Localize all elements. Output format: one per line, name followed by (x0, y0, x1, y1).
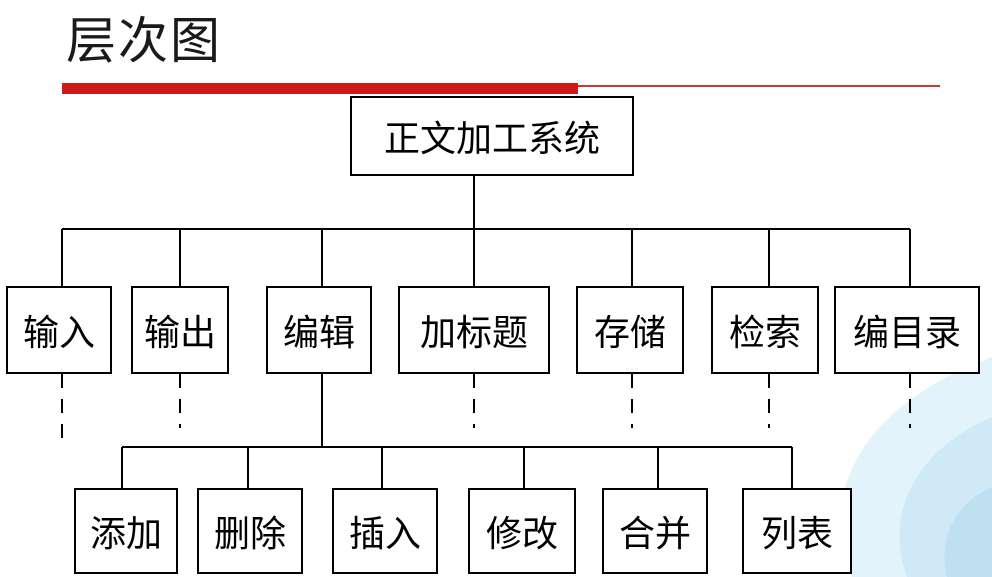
page-title: 层次图 (66, 12, 222, 70)
title-underline-thick (62, 83, 578, 94)
node-level1-add-title: 加标题 (398, 286, 550, 374)
node-level1-output: 输出 (131, 286, 229, 374)
node-level1-search: 检索 (711, 286, 819, 374)
node-level2-add: 添加 (74, 488, 178, 574)
title-underline-thin (578, 85, 940, 87)
node-level1-input: 输入 (6, 286, 112, 374)
node-level2-insert: 插入 (332, 488, 438, 574)
node-level1-catalog: 编目录 (834, 286, 980, 374)
node-level2-merge: 合并 (602, 488, 708, 574)
node-level2-delete: 删除 (197, 488, 303, 574)
node-level1-edit: 编辑 (266, 286, 372, 374)
node-level1-store: 存储 (576, 286, 684, 374)
node-level2-modify: 修改 (468, 488, 576, 574)
node-root: 正文加工系统 (350, 96, 634, 176)
node-level2-list: 列表 (742, 488, 852, 574)
